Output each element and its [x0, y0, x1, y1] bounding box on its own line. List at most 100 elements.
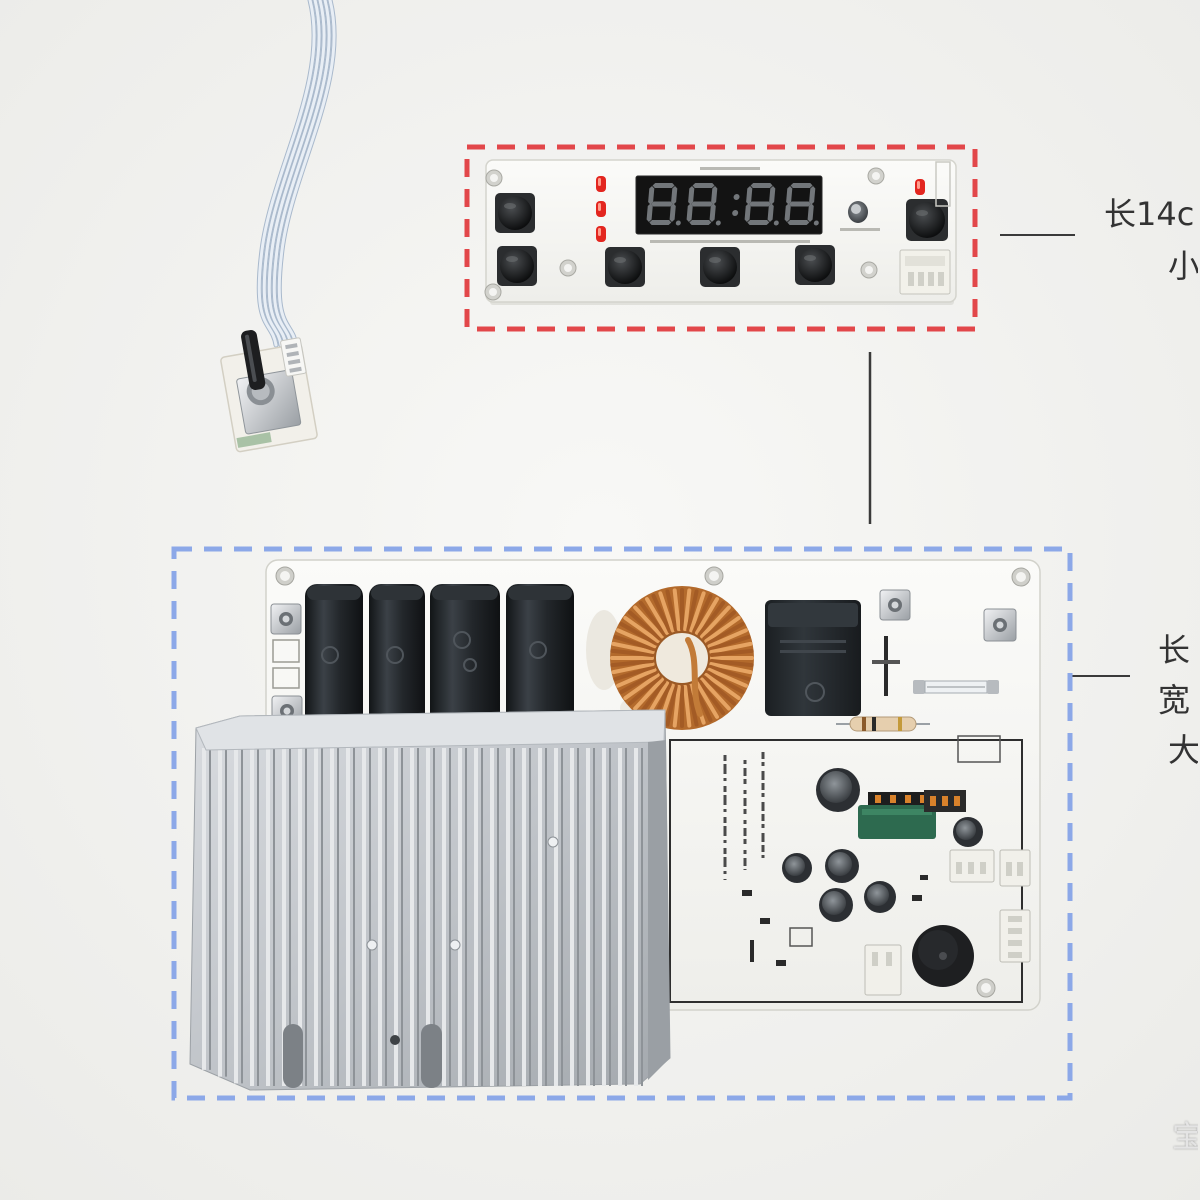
red-led — [596, 226, 606, 242]
electrolytic-capacitor — [816, 768, 860, 812]
toroid-winding — [638, 679, 667, 716]
toroid-winding — [665, 589, 678, 632]
electrolytic-capacitor — [825, 849, 859, 883]
heatsink-fins — [202, 748, 643, 1086]
display-decimal-point — [715, 220, 721, 226]
toroid-winding — [695, 681, 719, 719]
display-segment — [652, 183, 675, 188]
display-segment — [769, 186, 776, 205]
toroid-winding — [708, 664, 751, 682]
display-segment — [692, 183, 715, 188]
toroid-winding — [704, 616, 741, 643]
display-segment — [790, 183, 813, 188]
display-segment — [709, 203, 716, 222]
toroid-winding — [705, 670, 745, 694]
white-connector — [949, 849, 995, 883]
display-segment — [689, 220, 712, 225]
toroid-center-hole — [654, 631, 710, 685]
toroid-winding — [700, 605, 731, 639]
display-segment — [807, 203, 814, 222]
heatsink-screw-hole — [390, 1035, 400, 1045]
encoder-connector-pin — [285, 343, 298, 350]
toroid-winding — [616, 667, 657, 688]
electrolytic-capacitor — [864, 881, 896, 913]
control-board-size-label-2: 小 — [1168, 247, 1198, 285]
display-digits — [646, 183, 819, 226]
display-segment — [744, 203, 751, 222]
cable-wire — [267, 0, 326, 347]
mounting-hole — [559, 259, 577, 277]
watermark: 宝 — [1172, 1120, 1198, 1155]
toroid-winding — [689, 591, 706, 633]
film-capacitor — [506, 584, 574, 726]
encoder-connector-pin — [287, 358, 301, 365]
silkscreen-marking — [723, 752, 765, 880]
toroid-winding — [702, 675, 737, 706]
display-colon-dot — [733, 194, 740, 200]
toroid-winding — [695, 597, 719, 635]
heatsink-notch — [421, 1024, 442, 1088]
aluminium-heatsink — [189, 709, 671, 1091]
mounting-hole — [484, 283, 502, 301]
silkscreen-marking — [650, 240, 810, 243]
film-capacitor — [369, 584, 425, 726]
mounting-hole — [1011, 567, 1031, 587]
film-capacitor — [305, 584, 363, 726]
display-segment — [787, 220, 810, 225]
white-connector — [899, 249, 951, 295]
display-segment — [669, 203, 676, 222]
silkscreen-marking — [935, 161, 951, 207]
display-segment — [809, 186, 816, 205]
power-board-length-label: 长 — [1158, 631, 1191, 669]
toroid-winding — [709, 659, 754, 668]
diode — [884, 636, 888, 696]
toroid-winding — [665, 684, 678, 727]
film-capacitor — [430, 584, 500, 726]
toroid-winding — [704, 673, 741, 700]
display-segment — [690, 201, 713, 207]
display-segment — [648, 186, 655, 205]
display-segment — [784, 203, 791, 222]
electrolytic-capacitor — [819, 888, 853, 922]
silkscreen-marking — [700, 167, 760, 170]
toroid-winding — [610, 648, 655, 657]
signal-relay — [858, 792, 936, 839]
display-segment — [646, 203, 653, 222]
mounting-hole — [704, 566, 724, 586]
display-segment — [747, 220, 770, 225]
diode-band — [872, 660, 900, 664]
cable-wire — [257, 0, 316, 347]
display-segment — [650, 201, 673, 207]
toroid-winding — [610, 659, 655, 668]
silkscreen-marking — [272, 639, 300, 663]
display-segment — [750, 183, 773, 188]
toroid-winding — [700, 677, 731, 711]
cable-wire — [272, 0, 331, 347]
heatsink-top-face — [195, 709, 666, 751]
toroid-winding — [633, 605, 664, 639]
screw-terminal — [879, 589, 911, 621]
mounting-hole — [867, 167, 885, 185]
toroid-winding — [705, 622, 745, 646]
toroid-winding — [692, 593, 713, 634]
display-segment — [786, 186, 793, 205]
heatsink-screw-hole — [366, 939, 378, 951]
display-decimal-point — [675, 220, 681, 226]
toroid-winding — [613, 634, 656, 652]
toroid-winding — [686, 684, 699, 727]
seven-segment-display — [635, 175, 823, 235]
mounting-hole — [860, 261, 878, 279]
heatsink-screw-hole — [449, 939, 461, 951]
white-connector — [999, 909, 1031, 963]
toroid-winding — [619, 622, 659, 646]
screw-terminal — [270, 603, 302, 635]
cable-wire — [262, 0, 321, 347]
ribbon-cable — [256, 0, 337, 348]
toroid-winding — [623, 616, 660, 643]
toroid-winding — [709, 641, 753, 654]
mounting-hole — [275, 566, 295, 586]
electrolytic-capacitor — [953, 817, 983, 847]
toroid-winding — [633, 677, 664, 711]
